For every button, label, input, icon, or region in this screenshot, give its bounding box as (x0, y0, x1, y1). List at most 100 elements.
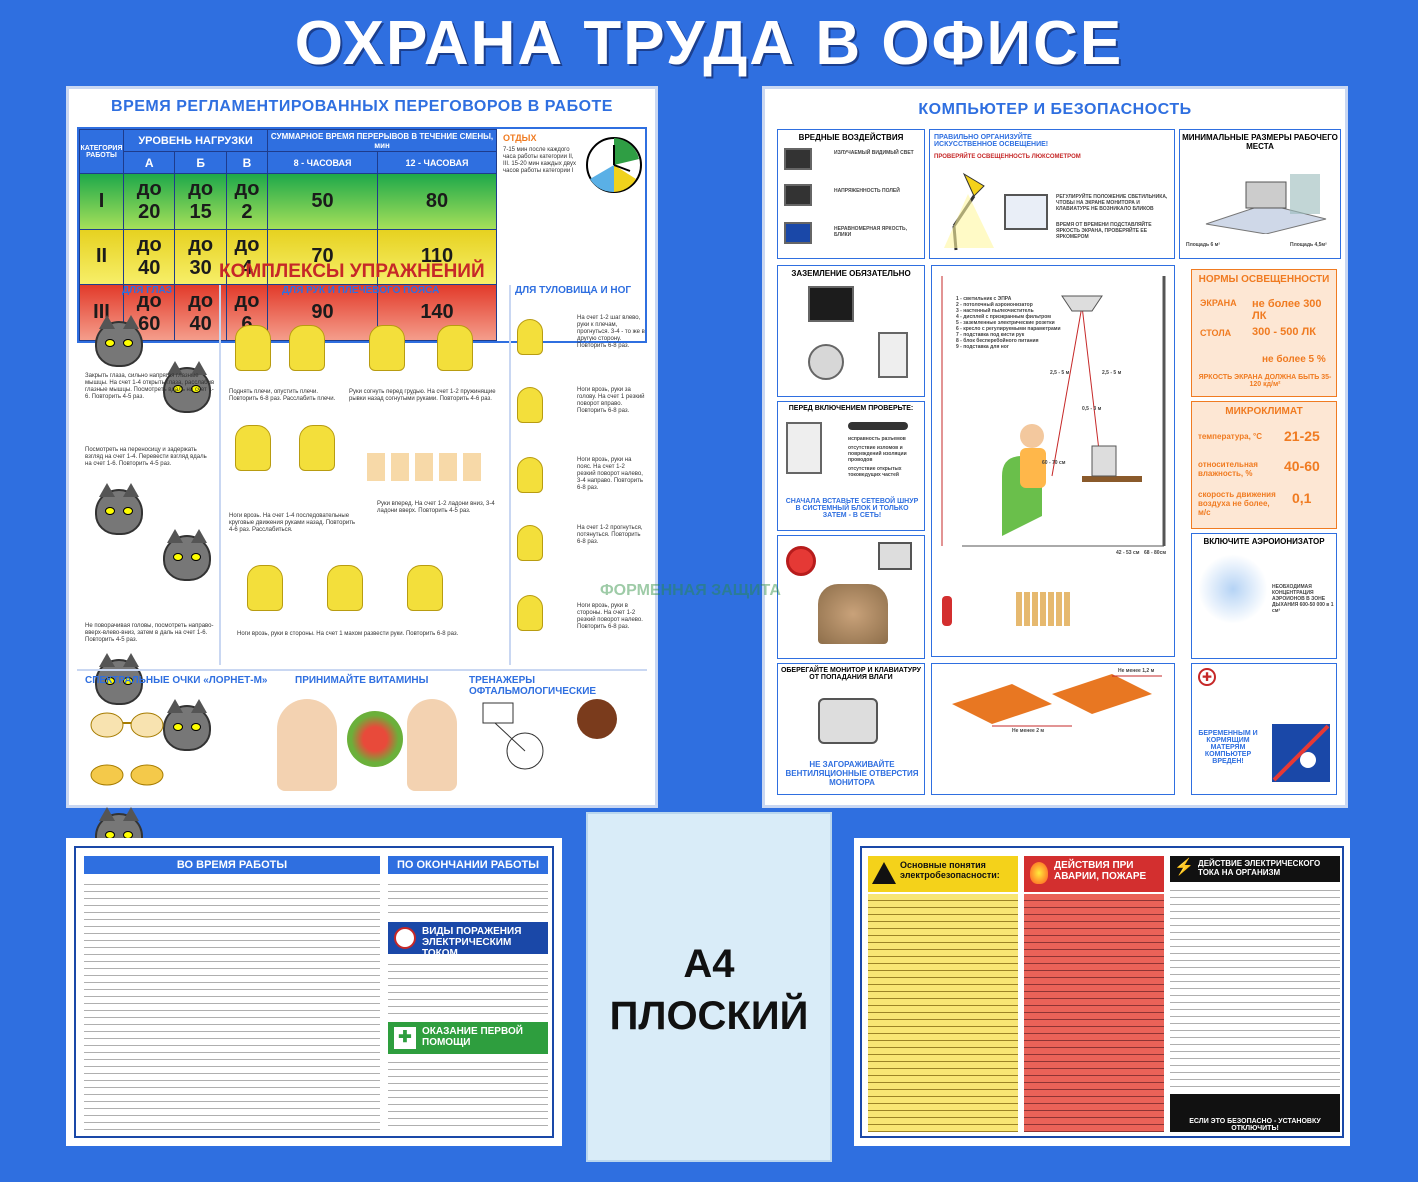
lighting-box: ПРАВИЛЬНО ОРГАНИЗУЙТЕ ИСКУССТВЕННОЕ ОСВЕ… (929, 129, 1175, 259)
trainer-diagram-icon (482, 702, 544, 770)
aid-header: ✚ ОКАЗАНИЕ ПЕРВОЙ ПОМОЩИ (388, 1022, 548, 1054)
row3-s12: 140 (377, 284, 497, 341)
monitor-icon (784, 222, 812, 244)
shock-text (388, 958, 548, 1018)
system-unit-icon (878, 332, 908, 378)
row1-a: до 20 (122, 173, 176, 230)
bottom-left-panel: ВО ВРЕМЯ РАБОТЫ ПО ОКОНЧАНИИ РАБОТЫ ВИДЫ… (66, 838, 562, 1146)
after-text (388, 878, 548, 918)
load-col-b: Б (174, 151, 227, 174)
cat-face-icon (95, 315, 143, 367)
dim-label: 2,5 - 5 м (1102, 370, 1122, 376)
alarm-button-icon (786, 546, 816, 576)
basic-header: Основные понятия электробезопасности: (868, 856, 1018, 892)
cat-face-icon (95, 483, 143, 535)
exercise-person-icon (235, 325, 271, 371)
desk-lamp-icon (944, 172, 994, 251)
right-panel-title: КОМПЬЮТЕР И БЕЗОПАСНОСТЬ (918, 101, 1192, 118)
coef-value: не более 5 % (1262, 354, 1326, 365)
shift-col-12: 12 - ЧАСОВАЯ (377, 151, 497, 174)
distance-label: Не менее 1,2 м (1118, 668, 1155, 674)
cat-face-icon (163, 699, 211, 751)
right-panel: КОМПЬЮТЕР И БЕЗОПАСНОСТЬ ВРЕДНЫЕ ВОЗДЕЙС… (762, 86, 1348, 808)
legend-item: 6 - кресло с регулируемыми параметрами (956, 326, 1061, 332)
arms-note: Ноги врозь, руки в стороны. На счет 1 ма… (237, 631, 459, 637)
during-text (84, 878, 380, 1132)
hum-label: относительная влажность, % (1198, 460, 1258, 478)
row1-b: до 15 (174, 173, 227, 230)
exercise-person-icon (437, 325, 473, 371)
child-trainer-icon (577, 699, 617, 739)
legend-list: 1 - светильник с ЭПРА 2 - потолочный аэр… (956, 296, 1068, 350)
row2-b: до 30 (174, 228, 227, 286)
row1-cat: I (79, 173, 124, 230)
torso-note: На счет 1-2 прогнуться, потянуться. Повт… (577, 525, 643, 545)
cat-header: КАТЕГОРИЯ РАБОТЫ (79, 129, 124, 174)
rest-text: 7-15 мин после каждого часа работы катег… (503, 147, 576, 174)
a4-sublabel: ПЛОСКИЙ (609, 994, 809, 1038)
lighting-tip: ВРЕМЯ ОТ ВРЕМЕНИ ПОДСТАВЛЯЙТЕ ЯРКОСТЬ ЭК… (1056, 222, 1152, 240)
watermark: ФОРМЕННАЯ ЗАЩИТА (600, 582, 781, 599)
screen-value: не более 300 ЛК (1252, 298, 1322, 322)
before-on-item: исправность разъемов (848, 436, 906, 442)
before-on-item: отсутствие изломов и повреждений изоляци… (848, 445, 907, 463)
row1-s8: 50 (267, 173, 379, 230)
before-on-item: отсутствие открытых токоведущих частей (848, 466, 902, 478)
basic-title: Основные понятия электробезопасности: (900, 860, 1000, 880)
office-desks: Не менее 1,2 м Не менее 2 м (931, 663, 1175, 795)
exercise-person-icon (517, 319, 543, 355)
exercise-person-icon (289, 325, 325, 371)
pregnant-box: ✚ БЕРЕМЕННЫМ И КОРМЯЩИМ МАТЕРЯМ КОМПЬЮТЕ… (1191, 663, 1337, 795)
no-pregnant-sign-icon (1272, 724, 1330, 782)
lighting-title: ПРАВИЛЬНО ОРГАНИЗУЙТЕ ИСКУССТВЕННОЕ ОСВЕ… (934, 134, 1049, 148)
hum-value: 40-60 (1284, 458, 1320, 474)
legend-item: 9 - подставка для ног (956, 344, 1009, 350)
before-on-list: исправность разъемов отсутствие изломов … (848, 436, 922, 478)
distance-label: Не менее 2 м (1012, 728, 1045, 734)
ionizer-text: НЕОБХОДИМАЯ КОНЦЕНТРАЦИЯ АЭРОИОНОВ В ЗОН… (1272, 584, 1334, 614)
eyes-note: Закрыть глаза, сильно напрягая глазные м… (85, 373, 215, 400)
exercise-person-icon (247, 565, 283, 611)
before-on-note: СНАЧАЛА ВСТАВЬТЕ СЕТЕВОЙ ШНУР В СИСТЕМНЫ… (785, 498, 919, 519)
row3-a: до 60 (122, 284, 176, 341)
exercise-person-icon (517, 457, 543, 493)
statue-icon (818, 584, 888, 644)
load-table: КАТЕГОРИЯ РАБОТЫ УРОВЕНЬ НАГРУЗКИ СУММАР… (79, 129, 497, 341)
bottom-right-panel: Основные понятия электробезопасности: ДЕ… (854, 838, 1350, 1146)
load-col-c: В (225, 151, 269, 174)
clock-icon (586, 137, 642, 193)
effect-title: ДЕЙСТВИЕ ЭЛЕКТРИЧЕСКОГО ТОКА НА ОРГАНИЗМ (1198, 859, 1321, 877)
harmful-box: ВРЕДНЫЕ ВОЗДЕЙСТВИЯ ИЗЛУЧАЕМЫЙ ВИДИМЫЙ С… (777, 129, 925, 259)
protect-box: ОБЕРЕГАЙТЕ МОНИТОР И КЛАВИАТУРУ ОТ ПОПАД… (777, 663, 925, 795)
row2-s8: 70 (267, 228, 379, 286)
exercise-person-icon (517, 387, 543, 423)
trainers-title: ТРЕНАЖЕРЫ ОФТАЛЬМОЛОГИЧЕСКИЕ (469, 675, 597, 697)
vitamins-face-icon (407, 699, 457, 791)
effect-header: ⚡ ДЕЙСТВИЕ ЭЛЕКТРИЧЕСКОГО ТОКА НА ОРГАНИ… (1170, 856, 1340, 882)
eyes-title: ДЛЯ ГЛАЗ (122, 285, 173, 296)
dim-label: 42 - 53 см (1116, 550, 1140, 556)
arms-note: Поднять плечи, опустить плечи. Повторить… (229, 389, 336, 402)
cat-face-icon (163, 361, 211, 413)
page-title: ОХРАНА ТРУДА В ОФИСЕ (294, 9, 1124, 78)
light-norms-title: НОРМЫ ОСВЕЩЕННОСТИ (1198, 274, 1330, 285)
shift-col-8: 8 - ЧАСОВАЯ (267, 151, 379, 174)
workplace-icon (1205, 174, 1327, 234)
arms-title: ДЛЯ РУК И ПЛЕЧЕВОГО ПОЯСА (282, 285, 440, 296)
footer-text: ЕСЛИ ЭТО БЕЗОПАСНО - УСТАНОВКУ ОТКЛЮЧИТЬ… (1189, 1118, 1321, 1132)
a4-pocket: А4 ПЛОСКИЙ (586, 812, 832, 1162)
legend-item: 1 - светильник с ЭПРА (956, 296, 1012, 302)
row1-c: до 2 (225, 173, 269, 230)
row1-s12: 80 (377, 173, 497, 230)
temp-label: температура, °С (1198, 432, 1263, 441)
load-header: УРОВЕНЬ НАГРУЗКИ (122, 129, 269, 152)
action-header: ДЕЙСТВИЯ ПРИ АВАРИИ, ПОЖАРЕ (1024, 856, 1164, 892)
speed-label: скорость движения воздуха не более, м/с (1198, 490, 1276, 517)
monitor-icon (784, 148, 812, 170)
speed-value: 0,1 (1292, 490, 1312, 506)
glasses-title: СПЕКТРАЛЬНЫЕ ОЧКИ «ЛОРНЕТ-М» (85, 675, 268, 686)
action-title: ДЕЙСТВИЯ ПРИ АВАРИИ, ПОЖАРЕ (1054, 860, 1147, 882)
glasses-icon (90, 764, 164, 786)
rest-block: ОТДЫХ 7-15 мин после каждого часа работы… (503, 133, 581, 263)
legend-item: 5 - заземленные электрические розетки (956, 320, 1055, 326)
